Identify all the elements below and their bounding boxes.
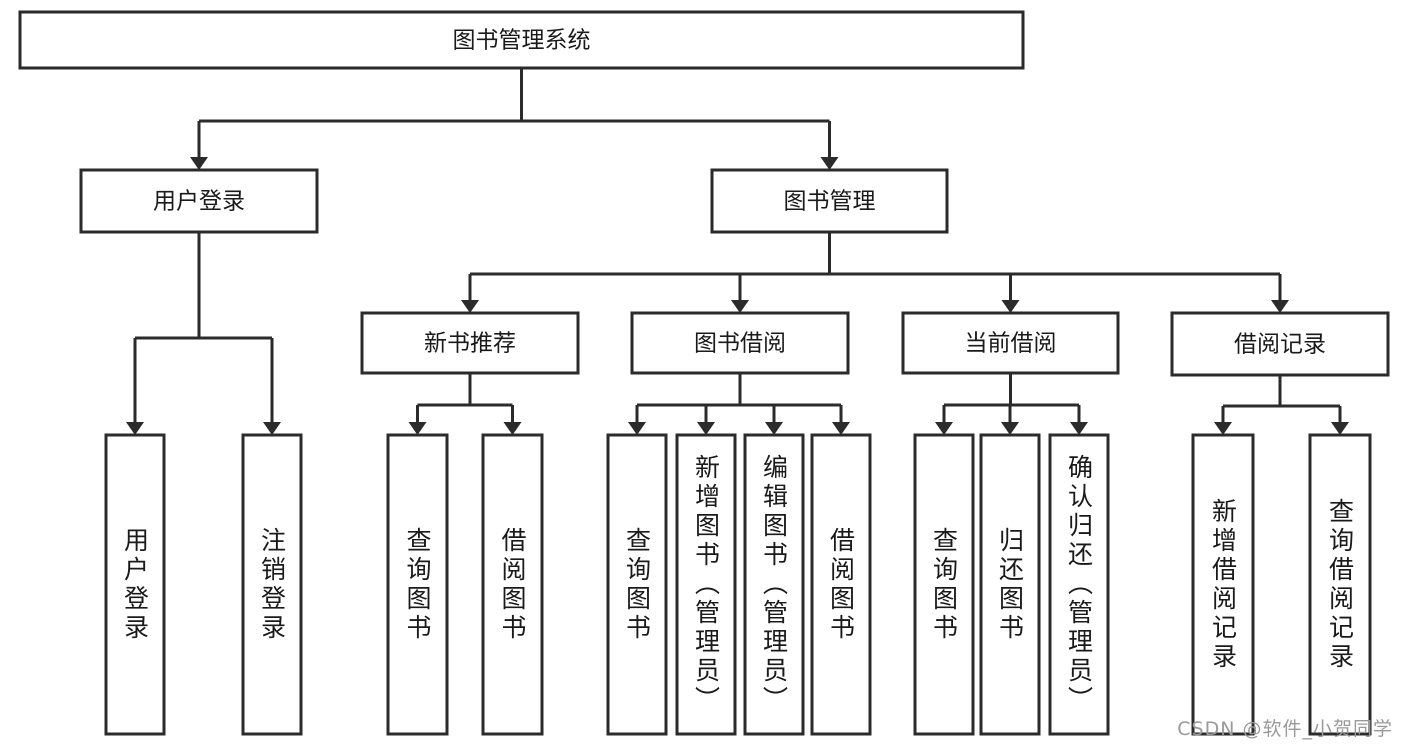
node-box <box>606 433 668 736</box>
node-box <box>630 311 850 375</box>
node-box <box>18 10 1025 70</box>
node-l-confirm-return[interactable] <box>1048 433 1110 736</box>
node-l-borrow-book-2[interactable] <box>810 433 872 736</box>
node-l-logout[interactable] <box>241 433 303 736</box>
node-box <box>913 433 975 736</box>
edge-group-n-book-borrow <box>628 373 850 435</box>
edge-group-n-current-borrow <box>935 373 1088 435</box>
node-box <box>104 433 166 736</box>
arrow-head-icon <box>1001 300 1020 313</box>
node-label: 当前借阅 <box>965 331 1057 357</box>
edge-group-n-user-login <box>126 232 281 435</box>
node-box <box>386 433 449 736</box>
node-l-query-book-3[interactable] <box>913 433 975 736</box>
node-l-query-book-2[interactable] <box>606 433 668 736</box>
arrow-head-icon <box>935 422 953 435</box>
node-l-borrow-book-1[interactable] <box>481 433 544 736</box>
arrow-head-icon <box>190 157 208 170</box>
arrow-head-icon <box>263 422 281 435</box>
arrow-head-icon <box>832 422 850 435</box>
node-n-book-mgmt[interactable]: 图书管理 <box>710 168 949 234</box>
arrow-head-icon <box>126 422 144 435</box>
node-n-borrow-record[interactable]: 借阅记录 <box>1170 311 1390 377</box>
arrow-head-icon <box>628 422 646 435</box>
node-box <box>710 168 949 234</box>
arrow-head-icon <box>408 422 427 435</box>
node-l-query-record[interactable] <box>1308 433 1372 736</box>
edge-group-root <box>190 68 839 170</box>
arrow-head-icon <box>1331 422 1349 435</box>
edge-layer <box>126 68 1349 435</box>
node-box <box>675 433 737 736</box>
arrow-head-icon <box>697 422 715 435</box>
node-box <box>810 433 872 736</box>
node-label: 借阅记录 <box>1234 332 1326 358</box>
node-root[interactable]: 图书管理系统 <box>18 10 1025 70</box>
node-box <box>1191 433 1255 736</box>
node-n-current-borrow[interactable]: 当前借阅 <box>901 311 1120 375</box>
arrow-head-icon <box>1070 422 1088 435</box>
watermark-text: CSDN @软件_小贺同学 <box>1177 718 1393 740</box>
node-box <box>360 311 580 375</box>
node-l-query-book-1[interactable] <box>386 433 449 736</box>
node-label: 用户登录 <box>153 189 245 215</box>
edge-group-n-new-book-rec <box>408 373 522 435</box>
arrow-head-icon <box>1001 422 1019 435</box>
node-box <box>1048 433 1110 736</box>
arrow-head-icon <box>1271 300 1289 313</box>
node-box <box>1308 433 1372 736</box>
arrow-head-icon <box>765 422 783 435</box>
node-label: 图书管理 <box>784 189 876 215</box>
arrow-head-icon <box>503 422 522 435</box>
arrow-head-icon <box>820 157 839 170</box>
node-label: 图书管理系统 <box>453 28 591 54</box>
node-n-new-book-rec[interactable]: 新书推荐 <box>360 311 580 375</box>
arrow-head-icon <box>1214 422 1232 435</box>
node-n-book-borrow[interactable]: 图书借阅 <box>630 311 850 375</box>
arrow-head-icon <box>731 300 749 313</box>
edge-group-n-book-mgmt <box>461 232 1289 313</box>
edge-group-n-borrow-record <box>1214 375 1349 435</box>
node-box <box>481 433 544 736</box>
node-box <box>979 433 1041 736</box>
arrow-head-icon <box>461 300 479 313</box>
node-label: 新书推荐 <box>424 331 516 357</box>
node-box <box>79 168 319 234</box>
node-l-add-book[interactable] <box>675 433 737 736</box>
node-l-return-book[interactable] <box>979 433 1041 736</box>
node-label: 图书借阅 <box>694 331 786 357</box>
node-l-user-login[interactable] <box>104 433 166 736</box>
node-box <box>901 311 1120 375</box>
node-n-user-login[interactable]: 用户登录 <box>79 168 319 234</box>
node-l-edit-book[interactable] <box>743 433 805 736</box>
node-l-add-record[interactable] <box>1191 433 1255 736</box>
node-box <box>743 433 805 736</box>
node-box <box>1170 311 1390 377</box>
node-box <box>241 433 303 736</box>
